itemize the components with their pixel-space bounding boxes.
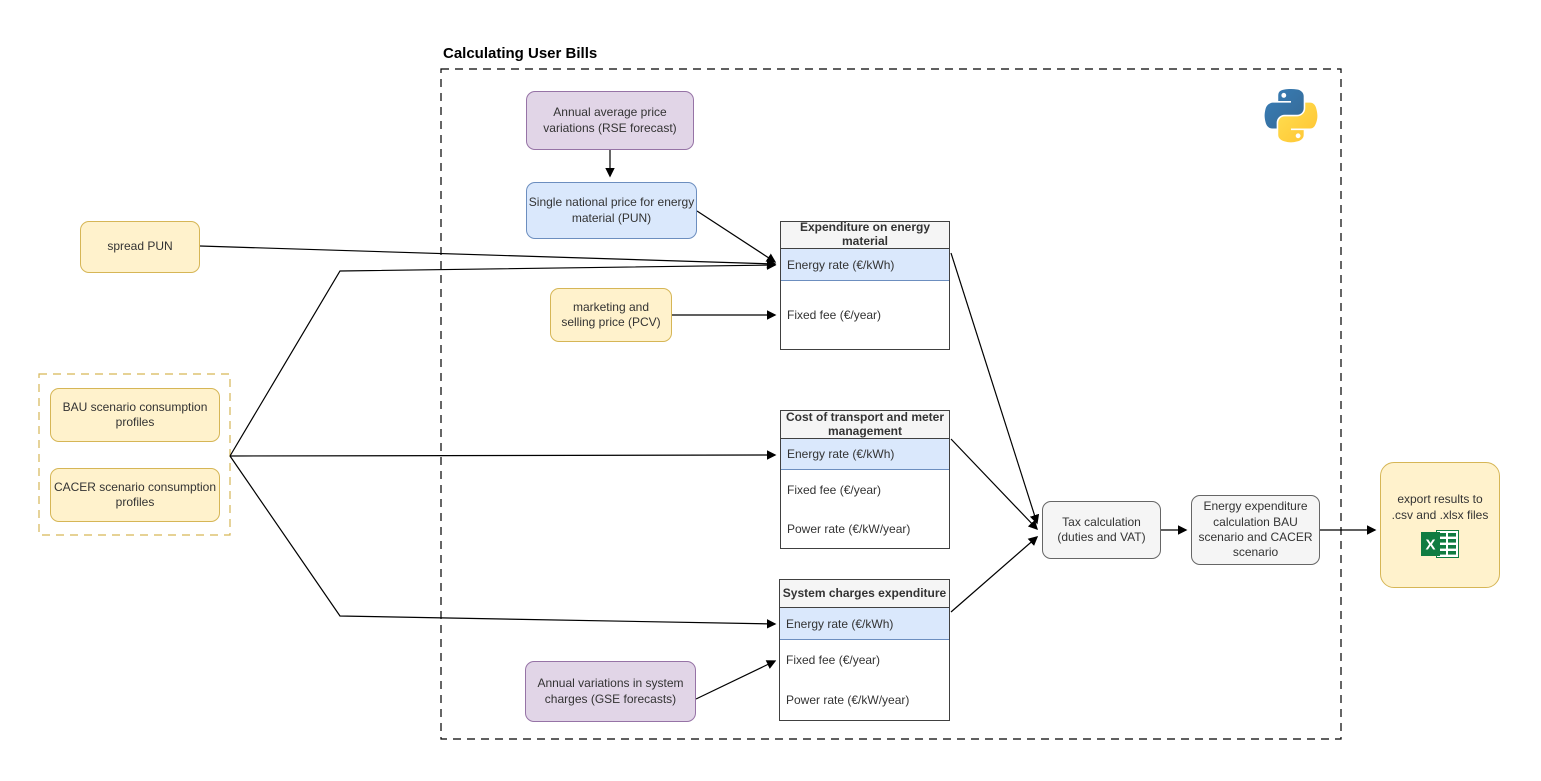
node-bau-profiles: BAU scenario consumption profiles: [50, 388, 220, 442]
excel-logo-icon: X: [1421, 529, 1459, 558]
edge-profiles-to-energy-rate2: [229, 450, 777, 460]
edge-table2-to-tax: [950, 438, 1038, 531]
edge-table3-to-tax: [950, 536, 1039, 613]
node-bau-label: BAU scenario consumption profiles: [62, 399, 208, 429]
node-export-label: export results to .csv and .xlsx files: [1391, 492, 1489, 522]
edge-table1-to-tax: [950, 252, 1040, 525]
node-energy-expenditure-calculation: Energy expenditure calculation BAU scena…: [1191, 495, 1320, 565]
node-cacer-profiles: CACER scenario consumption profiles: [50, 468, 220, 522]
node-tax-label: Tax calculation (duties and VAT): [1057, 514, 1146, 544]
table-row-fixed-fee: Fixed fee (€/year): [787, 482, 882, 497]
table-transport: Cost of transport and meter management E…: [780, 410, 950, 549]
diagram-title: Calculating User Bills: [443, 45, 598, 62]
table-energy-material: Expenditure on energy material Energy ra…: [780, 220, 950, 350]
python-logo-icon: [1264, 89, 1318, 143]
node-gse-label: Annual variations in system charges (GSE…: [537, 676, 684, 706]
node-spread-pun-label: spread PUN: [107, 239, 173, 254]
table-system-charges: System charges expenditure Energy rate (…: [779, 579, 950, 721]
node-tax-calculation: Tax calculation (duties and VAT): [1042, 501, 1161, 559]
node-energy-expenditure-label: Energy expenditure calculation BAU scena…: [1198, 499, 1313, 560]
table-row-power-rate: Power rate (€/kW/year): [786, 693, 910, 707]
python-process-boundary: [440, 68, 1342, 740]
table-row-energy-rate: Energy rate (€/kWh): [780, 608, 949, 640]
node-cacer-label: CACER scenario consumption profiles: [53, 479, 217, 509]
table-row-power-rate: Power rate (€/kW/year): [787, 521, 911, 536]
table-transport-header: Cost of transport and meter management: [781, 410, 949, 439]
consumption-profiles-group: [38, 373, 231, 536]
node-rse-label: Annual average price variations (RSE for…: [543, 105, 677, 135]
edge-profiles-to-energy-rate3: [229, 455, 777, 629]
node-pun-label: Single national price for energy materia…: [528, 195, 695, 225]
table-row-fixed-fee: Fixed fee (€/year): [786, 653, 881, 667]
table-energy-material-header: Expenditure on energy material: [781, 220, 949, 249]
node-gse-forecasts: Annual variations in system charges (GSE…: [525, 661, 696, 722]
node-pcv-label: marketing and selling price (PCV): [561, 299, 661, 329]
edge-gse-to-fixed-fee3: [695, 660, 777, 700]
table-row-fixed-fee: Fixed fee (€/year): [787, 308, 882, 322]
edge-spreadpun-to-energy-rate1: [199, 245, 777, 269]
table-system-charges-header: System charges expenditure: [780, 580, 949, 608]
table-row-energy-rate: Energy rate (€/kWh): [781, 439, 949, 470]
node-rse-forecast: Annual average price variations (RSE for…: [526, 91, 694, 150]
edge-profiles-to-energy-rate1: [229, 260, 777, 457]
svg-text:X: X: [1425, 536, 1435, 553]
edge-pun-to-energy-rate1: [696, 210, 777, 263]
node-pcv: marketing and selling price (PCV): [550, 288, 672, 342]
node-export-results: export results to .csv and .xlsx files X: [1380, 462, 1500, 588]
node-pun: Single national price for energy materia…: [526, 182, 697, 239]
node-spread-pun: spread PUN: [80, 221, 200, 273]
table-row-energy-rate: Energy rate (€/kWh): [781, 249, 949, 281]
